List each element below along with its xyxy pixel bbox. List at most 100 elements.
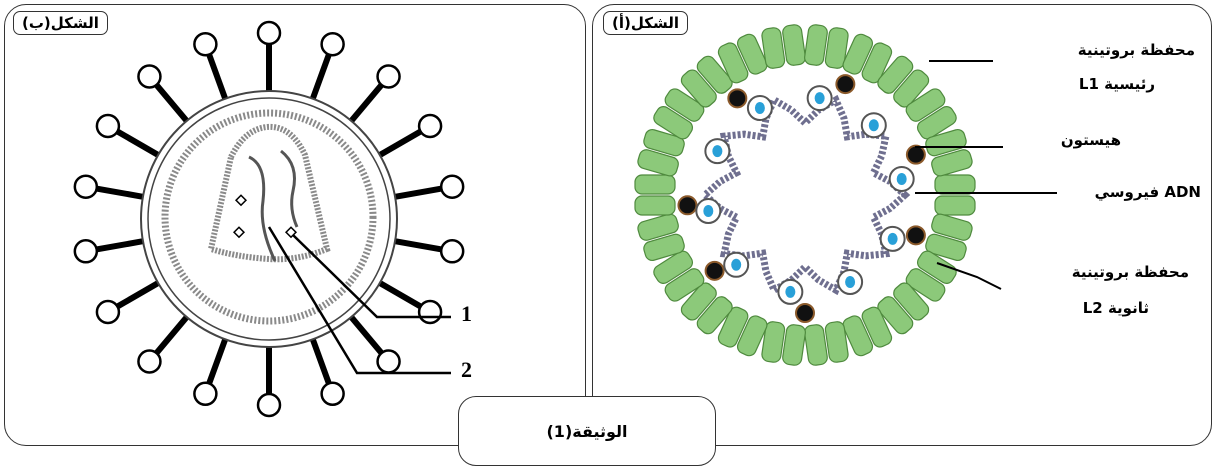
histone — [860, 112, 887, 139]
histone — [746, 94, 773, 121]
capsomere-lobe — [643, 233, 685, 261]
label-viral-dna: ADN فيروسي — [1094, 183, 1201, 201]
spike-stalk — [115, 280, 160, 310]
capsomere-lobe — [761, 27, 786, 69]
spike-knob — [256, 20, 282, 46]
document-caption: الوثيقة(1) — [458, 396, 716, 466]
capsomere-lobe — [893, 282, 930, 321]
capsomere-l1 — [761, 24, 806, 69]
spike-stalk — [205, 52, 229, 100]
histone-core — [896, 172, 907, 185]
capsomere-lobe — [824, 321, 849, 363]
histone-core — [712, 145, 723, 158]
matrix-layer — [161, 109, 377, 325]
envelope-spikes — [73, 20, 465, 418]
spike-stalk — [394, 238, 443, 253]
capsomere-lobe — [634, 195, 676, 216]
capsomere-lobe — [634, 174, 676, 195]
capsomere-lobe — [931, 213, 973, 241]
label-histone: هيستون — [1060, 131, 1121, 149]
l2-protein — [704, 260, 725, 281]
capsomere-lobe — [680, 69, 717, 108]
spike-stalk — [95, 185, 144, 200]
enzyme-diamond-2 — [232, 226, 246, 239]
spike-knob — [193, 31, 218, 57]
spike-stalk — [378, 128, 423, 158]
spike-stalk — [205, 338, 229, 386]
histone-core — [814, 92, 825, 105]
capsomere-l1 — [842, 33, 893, 84]
label-2: 2 — [461, 357, 472, 382]
spike-knob — [417, 299, 443, 325]
capsomere-lobe — [804, 24, 828, 66]
capsomere-lobe — [934, 174, 976, 195]
capsomere-l1 — [905, 88, 957, 140]
capsomere-lobe — [905, 268, 946, 302]
histone-core — [887, 232, 898, 245]
histone — [837, 269, 864, 296]
capsomere-l1 — [717, 33, 768, 84]
capsomere-lobe — [637, 213, 679, 241]
capsomere-lobe — [925, 233, 967, 261]
pointer-minor-capsid — [936, 262, 1002, 290]
spike-knob — [73, 174, 99, 199]
capsomere-l1 — [680, 55, 733, 108]
virus-a-diagram — [634, 24, 1057, 366]
histone-core — [731, 258, 742, 271]
spike-stalk — [153, 315, 190, 356]
histone — [723, 251, 750, 278]
virus-b-diagram — [73, 20, 465, 418]
histone-core — [703, 205, 714, 218]
spike-stalk — [378, 280, 423, 310]
l2-protein — [835, 74, 856, 95]
histone-ring — [695, 85, 915, 305]
spike-knob — [417, 113, 443, 139]
histone — [888, 165, 915, 192]
capsomere-l1 — [804, 24, 849, 69]
figure-a-title: الشكل(أ) — [603, 11, 689, 35]
histone — [704, 138, 731, 165]
capsomere-l1 — [804, 321, 849, 366]
capsomere-l1 — [717, 306, 768, 357]
histone-core — [868, 119, 879, 132]
capsomere-lobe — [861, 42, 893, 84]
l2-protein — [905, 225, 926, 246]
capsomere-lobe — [893, 69, 930, 108]
capsomere-lobe — [782, 324, 806, 366]
capsomere-lobe — [717, 42, 749, 84]
spike-stalk — [309, 338, 333, 386]
capsomere-l1 — [925, 213, 973, 261]
capsomere-lobe — [916, 106, 957, 140]
capsomere-lobe — [664, 268, 705, 302]
histone-core — [845, 276, 856, 289]
pointer-line-1 — [292, 234, 451, 319]
histone — [806, 85, 833, 112]
capsomere-lobe — [916, 250, 957, 284]
capsomere-lobe — [680, 282, 717, 321]
spike-knob — [137, 64, 162, 89]
spike-stalk — [115, 128, 160, 158]
spike-knob — [95, 299, 121, 325]
capsomere-l1 — [637, 213, 685, 261]
spike-knob — [376, 64, 401, 89]
capsomere-lobe — [736, 315, 768, 357]
capsomere-lobe — [717, 306, 749, 348]
capsid-cone — [207, 123, 331, 263]
histone — [879, 225, 906, 252]
spike-knob — [376, 349, 401, 374]
spike-stalk — [348, 82, 385, 123]
figure-a-panel: الشكل(أ) محفظة بروتينية رئيسية L1 هيستون… — [592, 4, 1212, 446]
spike-knob — [95, 113, 121, 139]
capsomere-lobe — [696, 55, 733, 94]
spike-stalk — [95, 238, 144, 253]
capsomere-l1 — [925, 129, 973, 177]
histone — [777, 278, 804, 305]
rna-strand-2 — [280, 149, 299, 228]
spike-knob — [193, 381, 218, 407]
capsomere-lobe — [877, 296, 914, 335]
histone-core — [785, 285, 796, 298]
capsomere-l1 — [877, 55, 930, 108]
capsomere-lobe — [664, 88, 705, 122]
outer-envelope — [140, 90, 398, 348]
capsomere-ring — [634, 24, 976, 366]
